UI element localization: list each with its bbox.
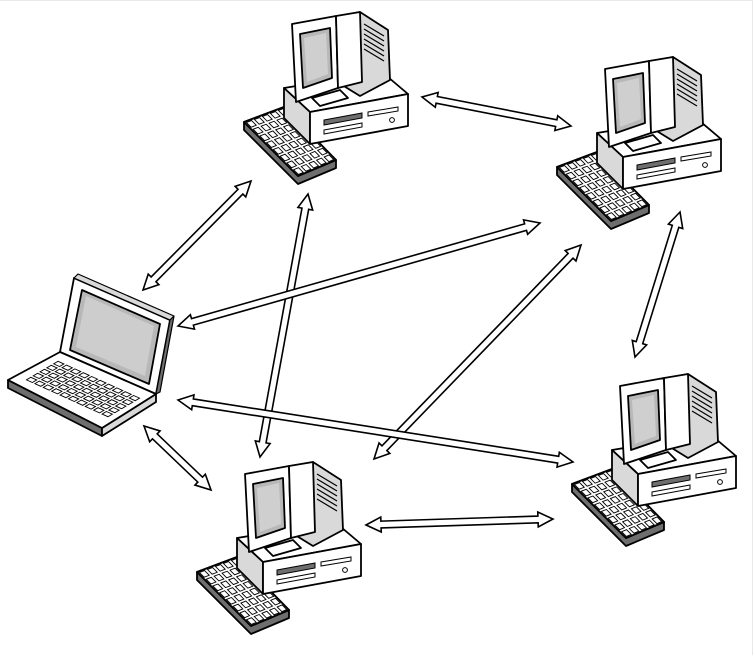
pc-bottom-desktop-computer-icon	[196, 461, 362, 635]
link-arrow-laptop-left-pc-bottom	[142, 424, 213, 492]
pc-top-desktop-computer-icon	[243, 11, 409, 185]
keyboard	[556, 151, 650, 230]
monitor	[291, 11, 391, 107]
monitor	[604, 56, 704, 152]
keyboard	[196, 556, 290, 635]
link-arrow-pc-bottom-pc-bottom-right	[364, 510, 555, 534]
keyboard	[243, 106, 337, 185]
link-arrow-pc-right-pc-bottom	[372, 243, 583, 461]
pc-bottom-right-desktop-computer-icon	[571, 373, 737, 547]
pc-right-desktop-computer-icon	[556, 56, 722, 230]
link-arrow-laptop-left-pc-right	[176, 218, 542, 331]
laptop-left-laptop-icon	[7, 273, 175, 437]
monitor	[244, 461, 344, 557]
keyboard	[571, 468, 665, 547]
link-arrow-pc-top-pc-bottom	[254, 192, 314, 459]
link-arrow-laptop-left-pc-bottom-right	[176, 393, 575, 469]
link-arrow-pc-top-pc-right	[420, 91, 573, 132]
link-arrow-laptop-left-pc-top	[141, 179, 253, 292]
link-arrow-pc-right-pc-bottom-right	[631, 210, 684, 359]
monitor	[619, 373, 719, 469]
